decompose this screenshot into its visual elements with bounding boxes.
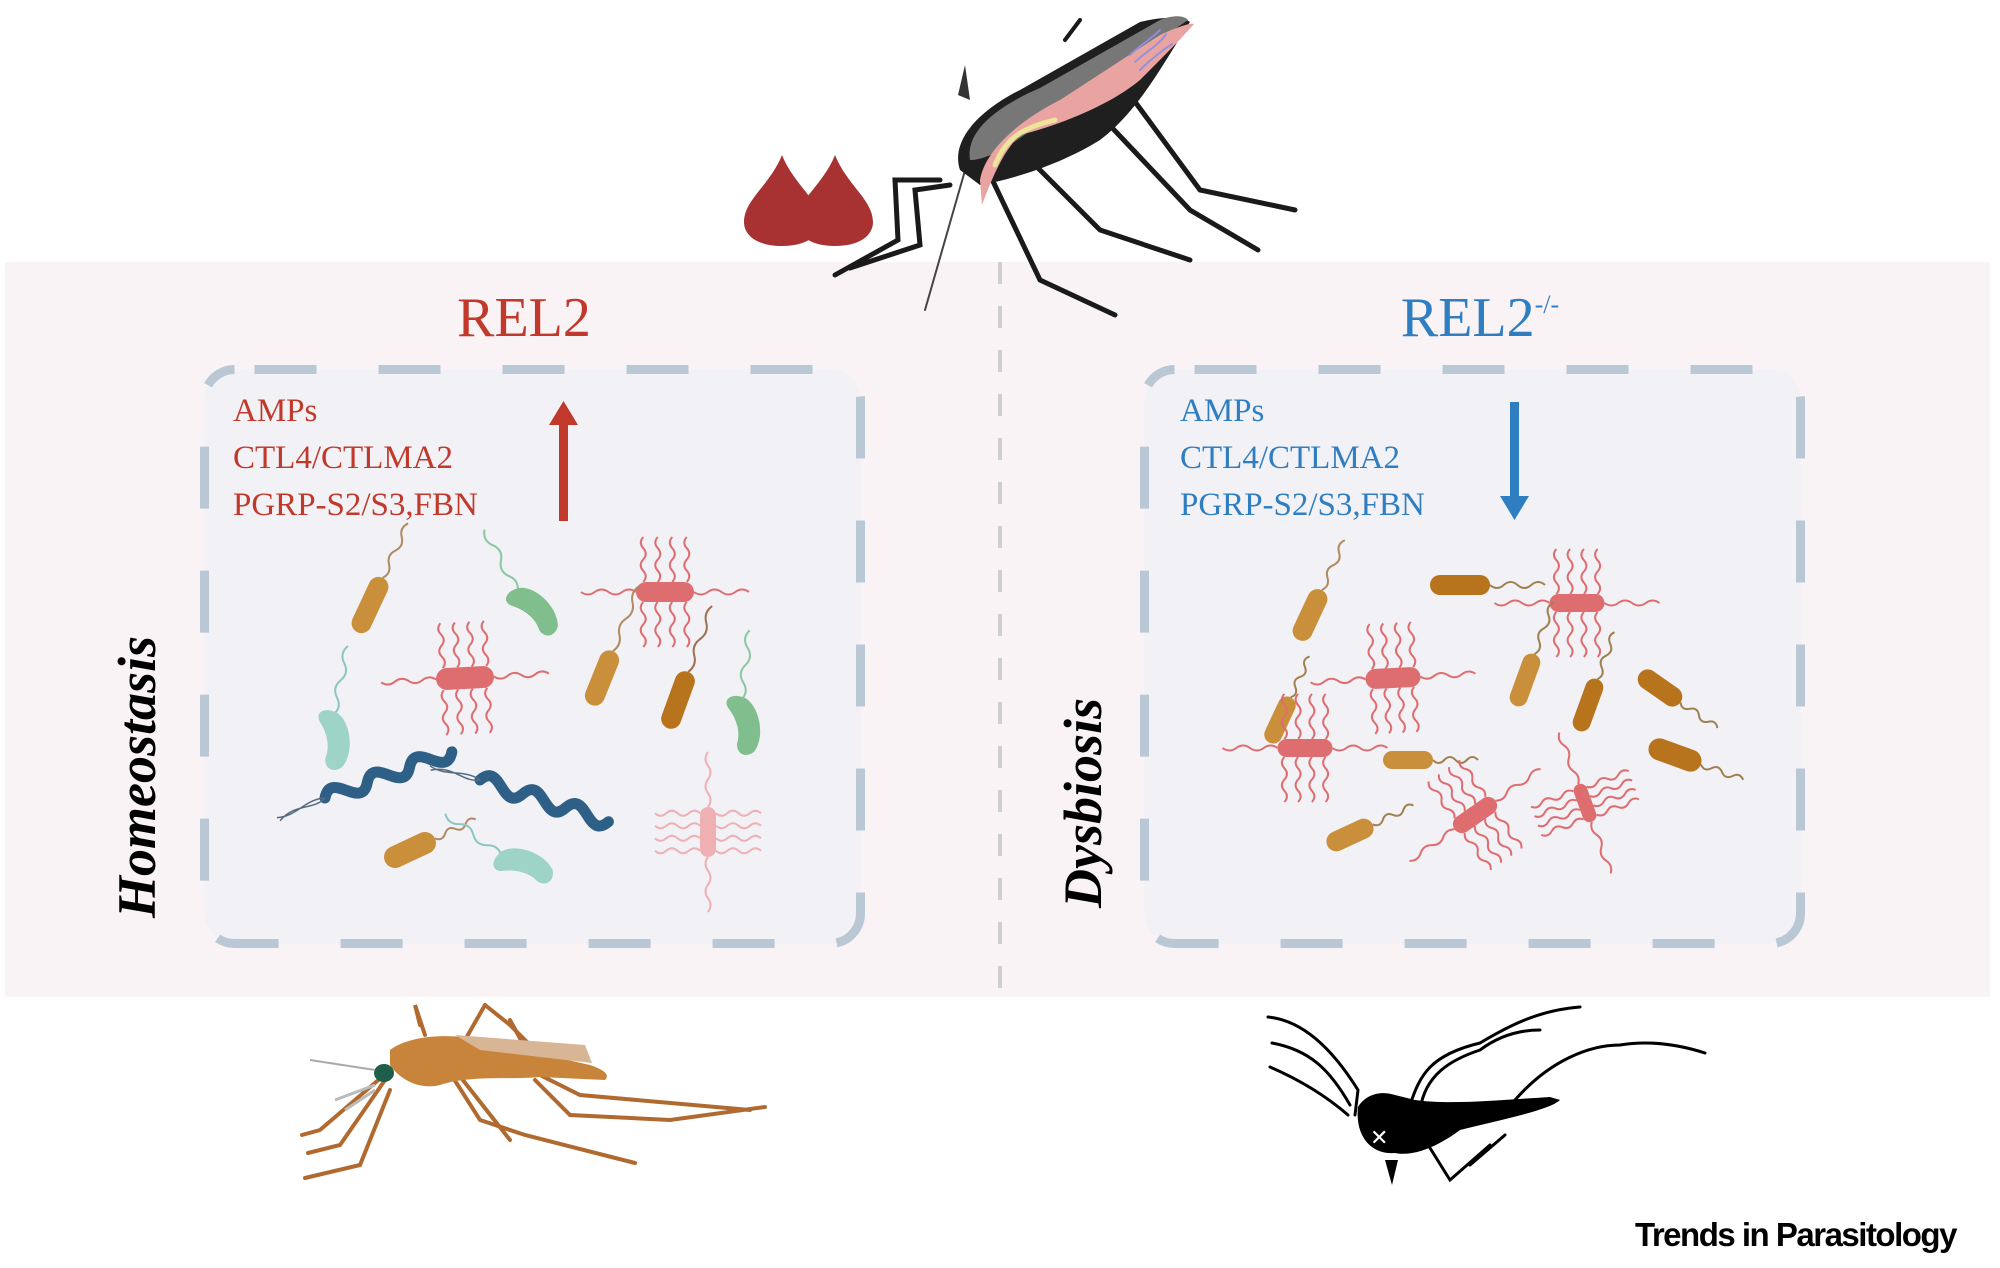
journal-name: Trends in Parasitology (1635, 1216, 1957, 1253)
center-divider (998, 262, 1002, 997)
homeostasis-gene-list: AMPs CTL4/CTLMA2 PGRP-S2/S3,FBN (233, 388, 478, 529)
blood-drop-icon (797, 155, 873, 246)
rel2-knockout-header: REL2-/- (1280, 290, 1680, 346)
gene-item: PGRP-S2/S3,FBN (233, 487, 478, 523)
homeostasis-gut-box (200, 365, 865, 948)
dysbiotic-microbiota (1221, 539, 1745, 874)
vibrio-bacterium-icon (726, 629, 761, 755)
x-eye-icon: ✕ (1370, 1126, 1388, 1151)
blood-feeding-mosquito-illustration (744, 16, 1298, 318)
rel2-knockout-header-text: REL2 (1400, 287, 1535, 349)
knockout-superscript: -/- (1534, 290, 1560, 319)
bacterium-icon (1292, 539, 1346, 641)
gene-item: AMPs (233, 393, 318, 429)
flagellated-bacterium-icon (1221, 693, 1389, 803)
dysbiosis-gut-box (1140, 365, 1805, 948)
gene-item: PGRP-S2/S3,FBN (1180, 487, 1425, 523)
rel2-header-text: REL2 (457, 287, 591, 349)
dashed-box-border (1140, 365, 1805, 948)
arrow-up-icon (549, 401, 578, 521)
healthy-mosquito-icon (300, 1003, 767, 1180)
bacterium-icon (351, 522, 409, 634)
dysbiosis-label: Dysbiosis (1053, 697, 1113, 908)
flagellated-bacterium-icon (1493, 548, 1661, 658)
bacterium-icon (1572, 631, 1615, 732)
bacterium-icon (384, 817, 477, 868)
bacterium-icon (1509, 601, 1554, 707)
mosquito-icon (832, 16, 1298, 318)
homeostasis-label: Homeostasis (107, 635, 167, 918)
bacterium-icon (584, 585, 640, 706)
bacterium-icon (1430, 575, 1546, 595)
bacterium-icon (1326, 803, 1414, 852)
diverse-microbiota (276, 522, 762, 913)
flagellated-bacterium-icon (1409, 759, 1541, 871)
bacterium-icon (1264, 655, 1310, 744)
bacterium-icon (1383, 751, 1479, 769)
gene-item: AMPs (1180, 393, 1265, 429)
flagellated-bacterium-icon (1530, 732, 1640, 874)
dysbiosis-gene-list: AMPs CTL4/CTLMA2 PGRP-S2/S3,FBN (1180, 388, 1425, 529)
vibrio-bacterium-icon (483, 529, 558, 636)
bacterium-icon (661, 605, 713, 729)
vibrio-bacterium-icon (444, 813, 553, 884)
bacterium-icon (1648, 738, 1745, 781)
spirochete-icon (276, 746, 458, 822)
gene-item: CTL4/CTLMA2 (233, 440, 453, 476)
flagellated-bacterium-icon (654, 751, 762, 913)
flagellated-bacterium-icon (1310, 621, 1476, 735)
flagellated-bacterium-icon (380, 620, 550, 736)
rel2-header: REL2 (324, 290, 724, 346)
spirochete-icon (429, 765, 614, 832)
dashed-box-border (200, 365, 865, 948)
dead-mosquito-icon: ✕ (1266, 1005, 1707, 1185)
bacterium-icon (1637, 669, 1719, 729)
arrow-down-icon (1500, 402, 1529, 520)
vibrio-bacterium-icon (318, 645, 350, 770)
gene-item: CTL4/CTLMA2 (1180, 440, 1400, 476)
flagellated-bacterium-icon (580, 536, 750, 648)
